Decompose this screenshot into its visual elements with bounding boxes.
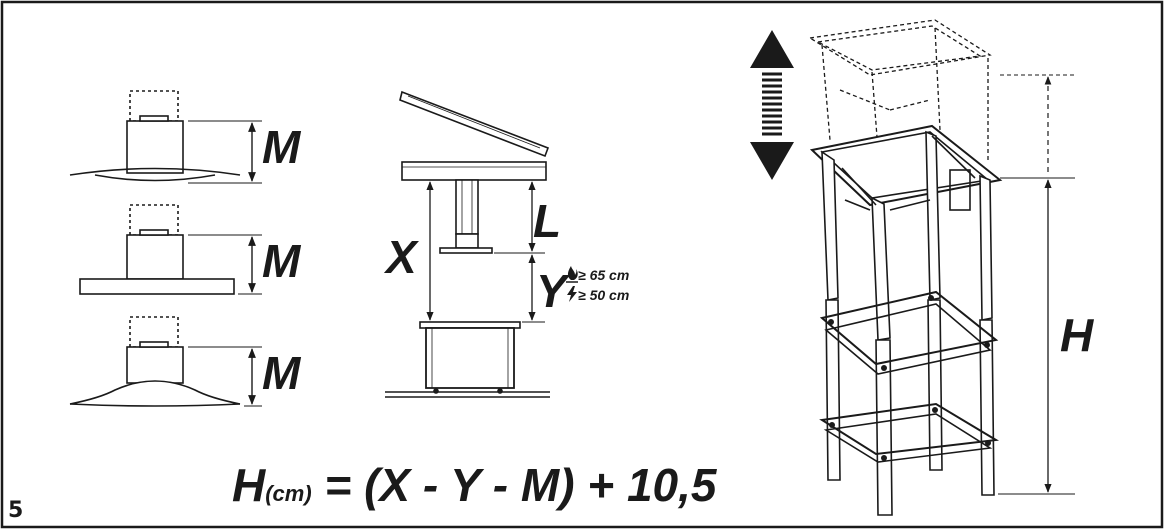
hood-flat [79, 204, 262, 295]
hood-domed [69, 316, 262, 407]
label-m-curved: M [262, 121, 301, 173]
telescopic-support-frame [808, 19, 1075, 516]
label-h: H [1060, 309, 1094, 361]
label-m-domed: M [262, 347, 301, 399]
side-view-ceiling-cooktop [385, 90, 550, 398]
label-y: Y [536, 265, 567, 317]
label-l: L [533, 195, 562, 247]
formula-h: H [232, 459, 266, 511]
hood-curved-glass [69, 90, 262, 184]
gas-clearance-note: ≥ 65 cm [578, 267, 630, 283]
label-x: X [386, 231, 417, 283]
formula-expression: = (X - Y - M) + 10,5 [311, 459, 717, 511]
electric-clearance-note: ≥ 50 cm [578, 287, 630, 303]
figure-number: 5 [8, 498, 24, 523]
lightning-icon [567, 286, 577, 302]
formula-unit: (cm) [265, 481, 312, 506]
flame-icon [566, 266, 578, 283]
label-m-flat: M [262, 235, 301, 287]
up-down-arrow-icon [750, 30, 794, 180]
height-formula: H(cm) = (X - Y - M) + 10,5 [232, 462, 716, 508]
